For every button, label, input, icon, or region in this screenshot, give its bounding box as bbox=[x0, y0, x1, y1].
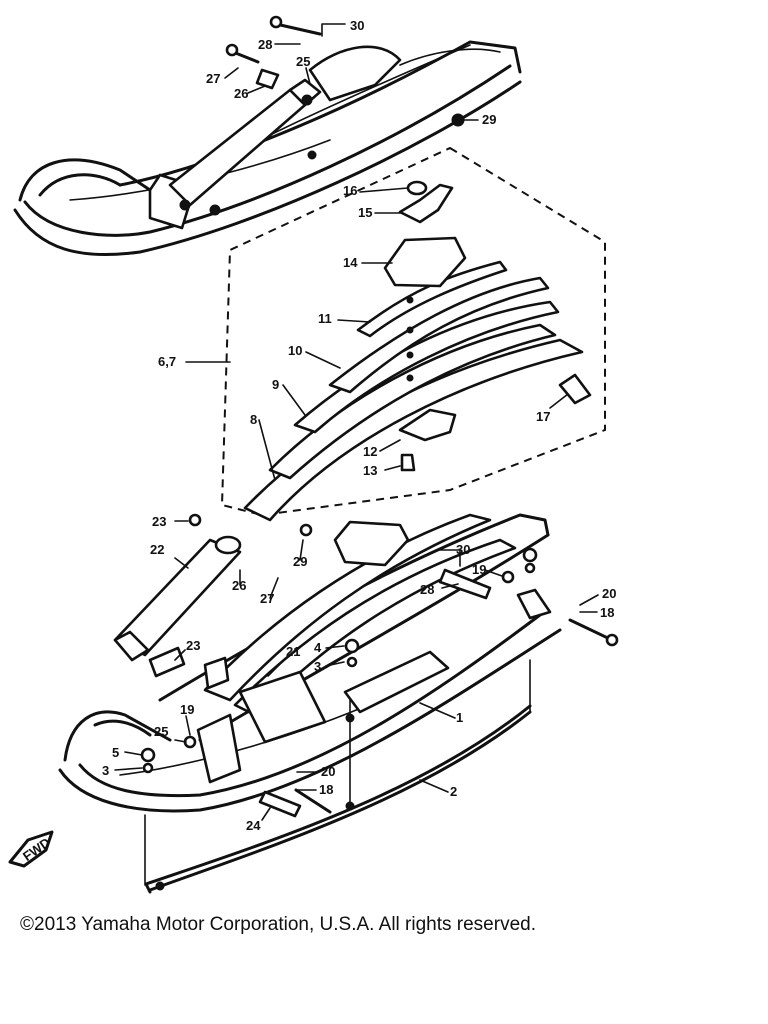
part-label: 30 bbox=[350, 18, 364, 33]
part-label: 23 bbox=[186, 638, 200, 653]
part-label: 4 bbox=[314, 640, 322, 655]
part-label: 30 bbox=[456, 542, 470, 557]
forward-direction-marker bbox=[8, 830, 54, 868]
part-label: 6,7 bbox=[158, 354, 176, 369]
part-label: 19 bbox=[472, 562, 486, 577]
part-label: 21 bbox=[286, 644, 300, 659]
part-label: 18 bbox=[600, 605, 614, 620]
part-label: 29 bbox=[293, 554, 307, 569]
part-label: 20 bbox=[602, 586, 616, 601]
part-label: 29 bbox=[482, 112, 496, 127]
part-label: 3 bbox=[314, 659, 321, 674]
part-number-labels: 30 28 27 26 25 29 16 15 14 11 10 6,7 9 8… bbox=[20, 18, 616, 864]
upper-ski-assembly bbox=[13, 15, 522, 257]
leaf-spring-assembly bbox=[220, 146, 606, 522]
part-label: 17 bbox=[536, 409, 550, 424]
part-label: 25 bbox=[154, 724, 168, 739]
part-label: 23 bbox=[152, 514, 166, 529]
part-label: 11 bbox=[318, 311, 332, 326]
part-label: 13 bbox=[363, 463, 377, 478]
part-label: 1 bbox=[456, 710, 463, 725]
part-label: 24 bbox=[246, 818, 261, 833]
part-label: 2 bbox=[450, 784, 457, 799]
part-label: 27 bbox=[206, 71, 220, 86]
ski-assembly-diagram: 30 28 27 26 25 29 16 15 14 11 10 6,7 9 8… bbox=[8, 15, 619, 894]
part-label: 22 bbox=[150, 542, 164, 557]
part-label: 25 bbox=[296, 54, 310, 69]
part-label: 5 bbox=[112, 745, 119, 760]
part-label: 15 bbox=[358, 205, 372, 220]
leader-lines bbox=[114, 23, 599, 821]
part-label: 27 bbox=[260, 591, 274, 606]
part-label: 14 bbox=[343, 255, 358, 270]
part-label: 8 bbox=[250, 412, 257, 427]
fwd-label: FWD bbox=[20, 835, 53, 864]
part-label: 19 bbox=[180, 702, 194, 717]
part-label: 28 bbox=[258, 37, 272, 52]
part-label: 26 bbox=[232, 578, 246, 593]
part-label: 20 bbox=[321, 764, 335, 779]
part-label: 26 bbox=[234, 86, 248, 101]
part-label: 28 bbox=[420, 582, 434, 597]
part-label: 10 bbox=[288, 343, 302, 358]
part-label: 3 bbox=[102, 763, 109, 778]
part-label: 16 bbox=[343, 183, 357, 198]
part-label: 18 bbox=[319, 782, 333, 797]
copyright-notice: ©2013 Yamaha Motor Corporation, U.S.A. A… bbox=[20, 914, 536, 935]
part-label: 12 bbox=[363, 444, 377, 459]
lower-ski-assembly bbox=[58, 513, 619, 894]
part-label: 9 bbox=[272, 377, 279, 392]
